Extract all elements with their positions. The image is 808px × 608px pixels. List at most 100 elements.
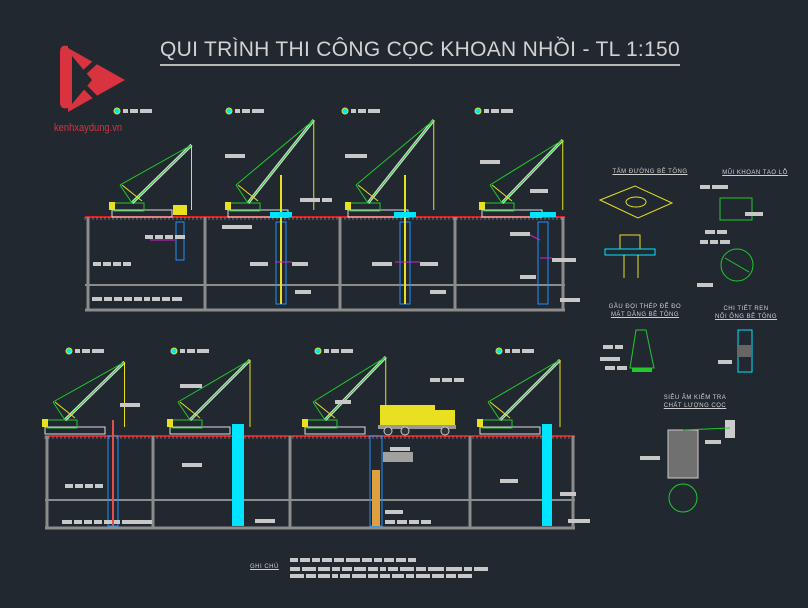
text-placeholder	[300, 558, 310, 562]
text-placeholder	[400, 567, 414, 571]
text-placeholder	[290, 567, 300, 571]
text-placeholder	[222, 225, 252, 229]
step-3-label	[358, 109, 366, 113]
drill-bit-body	[719, 197, 753, 221]
slab-hole	[625, 196, 647, 208]
text-placeholder	[145, 235, 153, 239]
notes-label: GHI CHÚ	[250, 564, 279, 570]
crane-tracks	[304, 426, 366, 435]
drill-bit-plan	[720, 248, 754, 282]
text-placeholder	[144, 297, 150, 301]
crane-pendant	[119, 144, 192, 186]
crane-pendant	[489, 139, 564, 186]
text-placeholder	[322, 198, 332, 202]
ultrasonic-device	[725, 420, 735, 438]
text-placeholder	[155, 235, 163, 239]
text-placeholder	[640, 456, 660, 460]
text-placeholder	[700, 240, 708, 244]
crane-strut	[357, 184, 379, 202]
text-placeholder	[318, 567, 330, 571]
casing-top	[270, 212, 292, 217]
text-placeholder	[332, 574, 338, 578]
text-placeholder	[322, 558, 332, 562]
crane-counterweight	[477, 419, 483, 427]
bucket-base	[632, 368, 652, 372]
crane-boom-lattice	[501, 139, 564, 204]
step-2-label	[235, 109, 240, 113]
step-1-label	[130, 109, 138, 113]
text-placeholder	[120, 403, 140, 407]
text-placeholder	[446, 567, 462, 571]
borehole-4	[537, 221, 549, 305]
step-8-label	[512, 349, 520, 353]
text-placeholder	[442, 378, 452, 382]
step-6-label	[197, 349, 209, 353]
text-placeholder	[104, 297, 112, 301]
step-4-label	[484, 109, 489, 113]
crane-boom-lattice	[324, 356, 387, 421]
bucket-shape	[629, 329, 655, 369]
text-placeholder	[384, 558, 394, 562]
crane-mast	[177, 401, 191, 421]
text-placeholder	[290, 574, 304, 578]
text-placeholder	[446, 574, 456, 578]
text-placeholder	[122, 520, 130, 524]
text-placeholder	[134, 297, 142, 301]
concrete-fill-7	[372, 470, 380, 526]
frame-top-row	[84, 216, 565, 312]
text-placeholder	[474, 567, 488, 571]
detail-label-thread-1: CHI TIẾT REN	[723, 306, 769, 312]
text-placeholder	[225, 154, 245, 158]
text-placeholder	[74, 520, 82, 524]
step-6-label	[187, 349, 195, 353]
frame-bottom-row	[44, 435, 575, 530]
crane-strut	[491, 184, 513, 202]
logo-k-cut	[72, 56, 92, 104]
text-placeholder	[75, 484, 83, 488]
step-2-marker-icon	[225, 107, 233, 115]
text-placeholder	[430, 290, 446, 294]
text-placeholder	[603, 345, 613, 349]
text-placeholder	[530, 189, 548, 193]
text-placeholder	[175, 235, 185, 239]
crane-strut	[314, 401, 336, 419]
step-5-label	[75, 349, 80, 353]
logo-k-lines	[74, 56, 104, 106]
text-placeholder	[430, 378, 440, 382]
concrete-mixer-truck	[378, 405, 456, 462]
text-placeholder	[392, 574, 404, 578]
crane-step-6	[167, 358, 252, 435]
step-7-marker-icon	[314, 347, 322, 355]
truck-cab	[435, 410, 455, 425]
text-placeholder	[710, 240, 718, 244]
crane-pendant	[235, 119, 315, 186]
text-placeholder	[354, 567, 366, 571]
text-placeholder	[312, 558, 320, 562]
crane-tracks	[479, 426, 541, 435]
text-placeholder	[103, 262, 111, 266]
text-placeholder	[368, 574, 378, 578]
text-placeholder	[374, 558, 382, 562]
text-placeholder	[290, 558, 298, 562]
detail-label-concrete-slab: TẤM ĐƯỜNG BÊ TÔNG	[612, 169, 688, 175]
text-placeholder	[123, 262, 131, 266]
casing-top	[394, 212, 416, 217]
text-placeholder	[345, 154, 367, 158]
text-placeholder	[368, 567, 378, 571]
ultrasonic-pile	[667, 429, 699, 479]
text-placeholder	[346, 558, 360, 562]
text-placeholder	[568, 519, 590, 523]
crane-counterweight	[302, 419, 308, 427]
step-1-marker-icon	[113, 107, 121, 115]
crane-boom-lattice	[367, 119, 435, 204]
text-placeholder	[180, 384, 202, 388]
crane-boom-lattice	[189, 359, 251, 421]
text-placeholder	[396, 558, 406, 562]
crane-step-3	[345, 119, 435, 218]
text-placeholder	[406, 574, 414, 578]
detail-label-ultrasonic-1: SIÊU ÂM KIỂM TRA	[663, 395, 727, 401]
text-placeholder	[416, 574, 430, 578]
text-placeholder	[152, 297, 160, 301]
step-1-label	[123, 109, 128, 113]
